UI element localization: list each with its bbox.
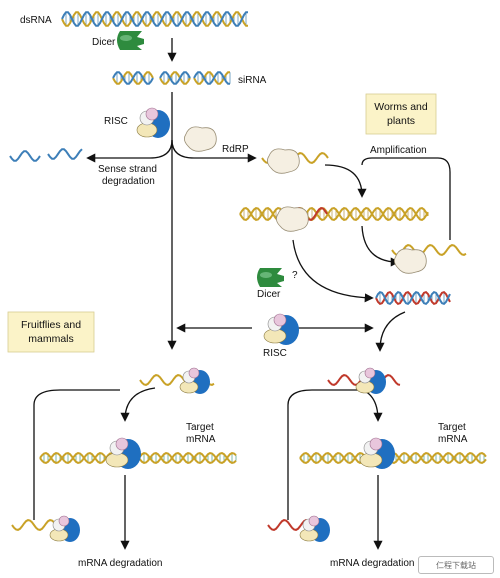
- risc-complex-icon: [359, 437, 395, 469]
- rdrp-icon: [184, 126, 217, 152]
- risc-complex-icon: [263, 313, 299, 345]
- label-dicer-question: Dicer: [257, 289, 281, 300]
- dicer-icon: [257, 268, 284, 287]
- sense-fragment-1: [9, 150, 41, 162]
- label-degradation: degradation: [102, 176, 155, 187]
- risc-complex-icon: [105, 437, 141, 469]
- arrow-layer: [33, 38, 451, 550]
- label-amplification: Amplification: [370, 145, 427, 156]
- sirna-helix-1: [112, 71, 154, 85]
- sirna-helix-2: [159, 71, 191, 85]
- sirna-helix-3: [193, 71, 231, 85]
- label-risc-center: RISC: [263, 348, 287, 359]
- label-rdrp: RdRP: [222, 144, 249, 155]
- risc-complex-icon: [355, 367, 386, 394]
- worms-box-line2: plants: [387, 115, 415, 127]
- rdrp-icon: [394, 248, 427, 274]
- label-mrna-right: mRNA: [438, 434, 468, 445]
- worms-box-line1: Worms and: [374, 101, 428, 113]
- arrow-left-cycle-in: [120, 387, 156, 422]
- rdrp-icon: [276, 206, 309, 232]
- label-mrna-left: mRNA: [186, 434, 216, 445]
- arrow-to-amplification: [324, 164, 367, 198]
- rdrp-icon: [267, 148, 300, 174]
- arrow-right-cycle-loop: [287, 389, 372, 520]
- watermark-badge: 仁程下载站: [418, 556, 494, 574]
- label-risc: RISC: [104, 116, 128, 127]
- label-sirna: siRNA: [238, 75, 267, 86]
- amplified-strand: [391, 244, 467, 256]
- target-mrna-amplification: [239, 207, 429, 221]
- arrow-left-cycle-loop: [33, 389, 120, 520]
- cleaved-mrna-left: [11, 519, 55, 531]
- arrow-to-rdrp: [171, 139, 257, 163]
- arrow-to-second-rdrp: [361, 225, 400, 267]
- cleaved-dsrna: [375, 290, 451, 306]
- dicer-icon: [117, 31, 144, 50]
- arrow-amplification-loop: [361, 157, 451, 240]
- question-mark: ?: [292, 270, 298, 281]
- risc-complex-icon: [49, 515, 80, 542]
- label-target-left: Target: [186, 422, 214, 433]
- flies-box-line1: Fruitflies and: [21, 319, 81, 331]
- helix-layer: [9, 11, 487, 531]
- sense-fragment-2: [47, 148, 83, 160]
- arrow-right-branch-down: [375, 311, 406, 352]
- risc-complex-icon: [179, 367, 210, 394]
- arrow-to-cleaved-dsrna: [292, 239, 374, 303]
- label-dicer: Dicer: [92, 37, 116, 48]
- flies-box-line2: mammals: [28, 333, 74, 345]
- watermark-text: 仁程下载站: [436, 560, 476, 570]
- label-degradation-left: mRNA degradation: [78, 558, 163, 569]
- label-target-right: Target: [438, 422, 466, 433]
- label-sense-strand: Sense strand: [98, 164, 157, 175]
- risc-complex-icon: [136, 107, 170, 138]
- dsrna-helix: [61, 11, 248, 27]
- risc-complex-icon: [299, 515, 330, 542]
- label-dsrna: dsRNA: [20, 15, 52, 26]
- label-degradation-right: mRNA degradation: [330, 558, 415, 569]
- worms-plants-box: Worms and plants: [365, 93, 437, 135]
- arrow-to-sense-degradation: [86, 139, 173, 163]
- fruitflies-mammals-box: Fruitflies and mammals: [7, 311, 95, 353]
